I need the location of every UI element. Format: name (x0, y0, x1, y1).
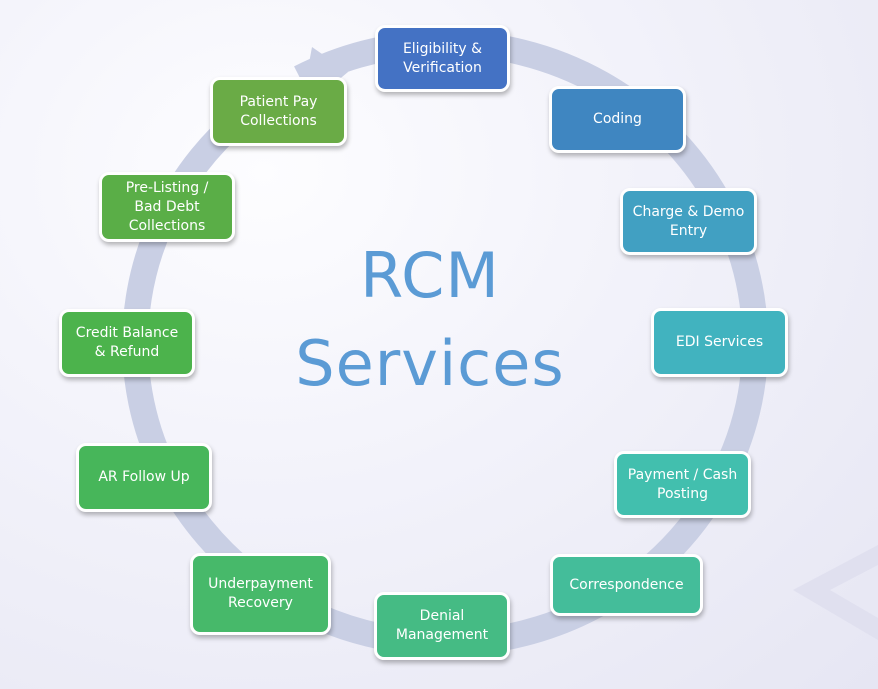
node-label: Payment / Cash Posting (627, 466, 738, 502)
node-label: Underpayment Recovery (208, 576, 313, 611)
node-label: Denial Management (395, 608, 489, 643)
node-coding[interactable]: Coding (549, 86, 686, 153)
node-credit-balance-refund[interactable]: Credit Balance & Refund (59, 309, 195, 377)
node-label: Patient Pay Collections (239, 93, 318, 129)
node-denial-management[interactable]: Denial Management (374, 592, 510, 660)
node-charge-demo-entry[interactable]: Charge & Demo Entry (620, 188, 757, 255)
node-correspondence[interactable]: Correspondence (550, 554, 703, 616)
node-label: Eligibility & Verification (402, 40, 483, 76)
center-title-line2: Services (295, 327, 565, 400)
center-title-line1: RCM (360, 239, 500, 312)
node-edi-services[interactable]: EDI Services (651, 308, 788, 377)
node-label: Charge & Demo Entry (632, 203, 745, 239)
node-label: Credit Balance & Refund (75, 325, 179, 360)
node-label: EDI Services (675, 334, 764, 350)
node-eligibility-verification[interactable]: Eligibility & Verification (375, 25, 510, 92)
node-label: Pre-Listing / Bad Debt Collections (125, 179, 209, 234)
node-label: AR Follow Up (98, 469, 190, 485)
center-title: RCM Services (260, 232, 600, 408)
node-payment-cash-posting[interactable]: Payment / Cash Posting (614, 451, 751, 518)
node-label: Coding (593, 111, 642, 127)
node-patient-pay-collections[interactable]: Patient Pay Collections (210, 77, 347, 146)
node-pre-listing-bad-debt-collections[interactable]: Pre-Listing / Bad Debt Collections (99, 172, 235, 242)
node-underpayment-recovery[interactable]: Underpayment Recovery (190, 553, 331, 635)
node-ar-follow-up[interactable]: AR Follow Up (76, 443, 212, 512)
node-label: Correspondence (569, 576, 684, 593)
